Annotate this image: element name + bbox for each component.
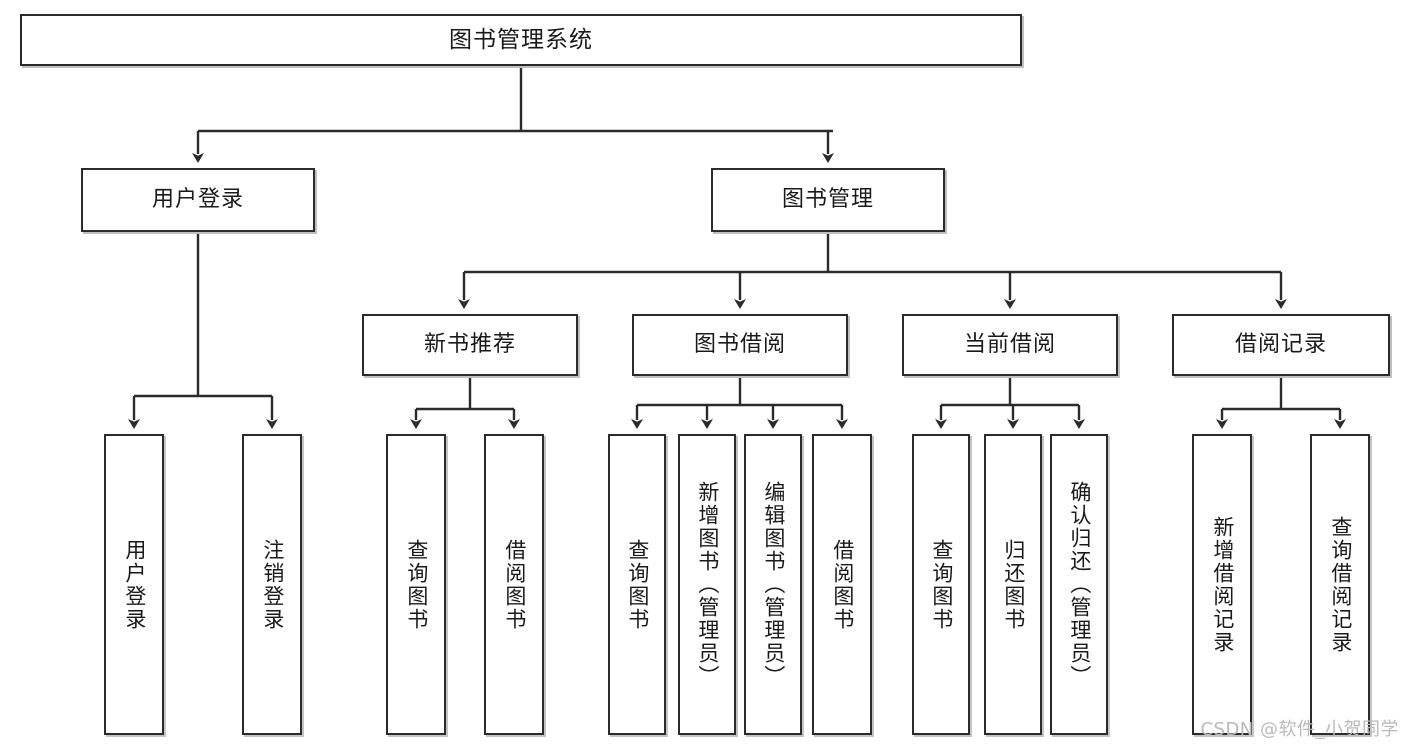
leaf-logout[interactable]: 注销登录 xyxy=(242,434,302,735)
leaf-query-borrow-record-label: 查询借阅记录 xyxy=(1328,515,1353,654)
leaf-add-borrow-record[interactable]: 新增借阅记录 xyxy=(1192,434,1252,735)
leaf-user-login-label: 用户登录 xyxy=(122,538,147,631)
node-root[interactable]: 图书管理系统 xyxy=(20,14,1022,66)
leaf-query-book-recommend[interactable]: 查询图书 xyxy=(386,434,446,735)
node-book-borrow-label: 图书借阅 xyxy=(693,332,786,358)
leaf-edit-book-admin-label: 编辑图书（管理员） xyxy=(761,481,786,688)
leaf-query-book-current-label: 查询图书 xyxy=(929,538,954,631)
leaf-user-login[interactable]: 用户登录 xyxy=(104,434,164,735)
leaf-query-book-borrow-label: 查询图书 xyxy=(625,538,650,631)
leaf-confirm-return-admin-label: 确认归还（管理员） xyxy=(1067,481,1092,688)
leaf-query-book-borrow[interactable]: 查询图书 xyxy=(608,434,666,735)
leaf-add-book-admin-label: 新增图书（管理员） xyxy=(695,481,720,688)
node-book-management[interactable]: 图书管理 xyxy=(711,168,945,232)
node-book-borrow[interactable]: 图书借阅 xyxy=(632,314,848,376)
node-book-management-label: 图书管理 xyxy=(781,187,874,213)
leaf-logout-label: 注销登录 xyxy=(260,538,285,631)
leaf-borrow-book-recommend[interactable]: 借阅图书 xyxy=(484,434,544,735)
node-user-login[interactable]: 用户登录 xyxy=(81,168,315,232)
leaf-return-book[interactable]: 归还图书 xyxy=(984,434,1042,735)
leaf-borrow-book-recommend-label: 借阅图书 xyxy=(502,538,527,631)
node-user-login-label: 用户登录 xyxy=(151,187,244,213)
leaf-query-book-current[interactable]: 查询图书 xyxy=(912,434,970,735)
node-current-borrow-label: 当前借阅 xyxy=(963,332,1056,358)
leaf-borrow-book-label: 借阅图书 xyxy=(830,538,855,631)
leaf-return-book-label: 归还图书 xyxy=(1001,538,1026,631)
leaf-edit-book-admin[interactable]: 编辑图书（管理员） xyxy=(744,434,802,735)
node-current-borrow[interactable]: 当前借阅 xyxy=(902,314,1118,376)
node-borrow-record[interactable]: 借阅记录 xyxy=(1172,314,1390,376)
leaf-query-borrow-record[interactable]: 查询借阅记录 xyxy=(1310,434,1370,735)
leaf-confirm-return-admin[interactable]: 确认归还（管理员） xyxy=(1050,434,1108,735)
node-borrow-record-label: 借阅记录 xyxy=(1234,332,1327,358)
leaf-borrow-book[interactable]: 借阅图书 xyxy=(812,434,872,735)
leaf-add-borrow-record-label: 新增借阅记录 xyxy=(1210,515,1235,654)
csdn-watermark: CSDN @软件_小贺同学 xyxy=(1200,719,1399,740)
node-new-book-recommend-label: 新书推荐 xyxy=(423,332,516,358)
node-new-book-recommend[interactable]: 新书推荐 xyxy=(362,314,578,376)
leaf-add-book-admin[interactable]: 新增图书（管理员） xyxy=(678,434,736,735)
node-root-label: 图书管理系统 xyxy=(449,26,593,53)
leaf-query-book-recommend-label: 查询图书 xyxy=(404,538,429,631)
